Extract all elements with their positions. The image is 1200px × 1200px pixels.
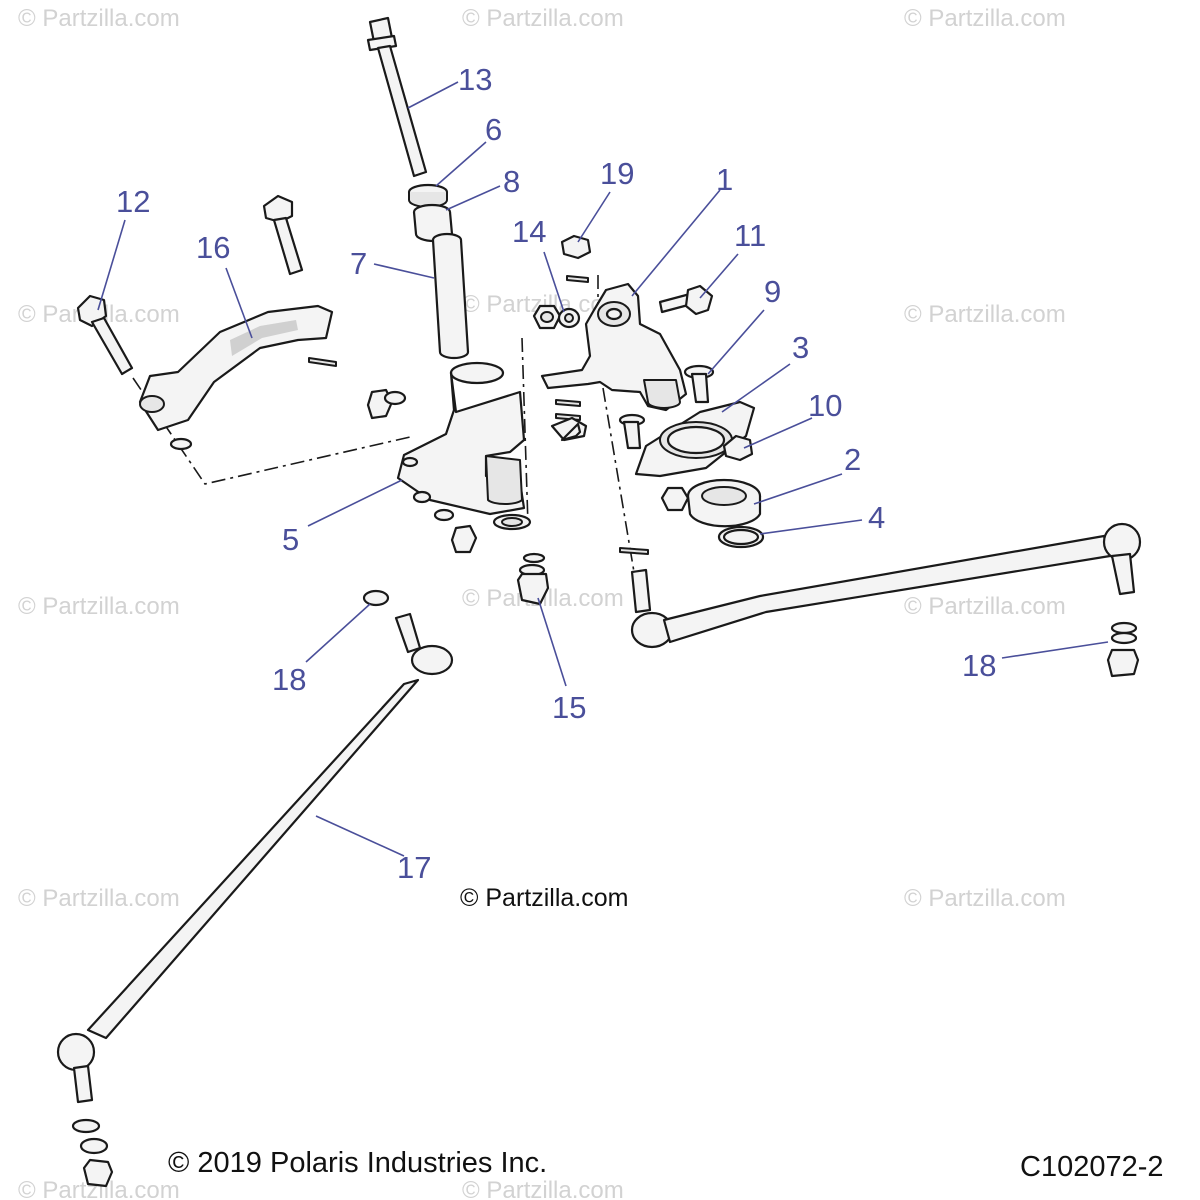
watermark: © Partzilla.com — [904, 593, 1066, 620]
callout-14[interactable]: 14 — [512, 214, 546, 249]
flange-nut — [660, 486, 690, 512]
callout-18[interactable]: 18 — [272, 662, 306, 697]
arm-bolt — [262, 194, 304, 276]
watermark: © Partzilla.com — [904, 5, 1066, 32]
part-7-tube — [431, 232, 470, 360]
alignment-line-pitman — [132, 377, 411, 485]
part-2-bearing — [686, 478, 762, 528]
callout-15[interactable]: 15 — [552, 690, 586, 725]
part-19-nut — [560, 234, 592, 260]
watermark: © Partzilla.com — [18, 593, 180, 620]
watermark: © Partzilla.com — [18, 885, 180, 912]
watermark: © Partzilla.com — [904, 885, 1066, 912]
part-9-pin — [683, 364, 715, 404]
callout-5[interactable]: 5 — [282, 522, 299, 557]
diagram-code: C102072-2 — [1020, 1151, 1164, 1183]
callout-6[interactable]: 6 — [485, 112, 502, 147]
tie-rod-right — [619, 522, 1142, 678]
watermark: © Partzilla.com — [462, 1177, 624, 1200]
part-10-nut — [722, 434, 754, 462]
callout-13[interactable]: 13 — [458, 62, 492, 97]
callout-10[interactable]: 10 — [808, 388, 842, 423]
callout-numbers: 1 2 3 4 5 6 7 8 9 10 11 12 13 14 15 16 1… — [116, 62, 996, 885]
callout-19[interactable]: 19 — [600, 156, 634, 191]
callout-11[interactable]: 11 — [734, 218, 766, 253]
arm-small-hardware — [169, 357, 337, 451]
housing-hardware — [366, 388, 550, 606]
watermark: © Partzilla.com — [18, 5, 180, 32]
part-1-bracket — [540, 282, 688, 412]
callout-1[interactable]: 1 — [716, 162, 733, 197]
watermark: © Partzilla.com — [462, 5, 624, 32]
callout-12[interactable]: 12 — [116, 184, 150, 219]
part-3-flange — [634, 400, 756, 478]
part-13-bolt — [366, 16, 428, 178]
brand-mark: © Partzilla.com — [460, 884, 628, 912]
callout-8[interactable]: 8 — [503, 164, 520, 199]
callout-4[interactable]: 4 — [868, 500, 885, 535]
copyright-text: © 2019 Polaris Industries Inc. — [168, 1147, 547, 1179]
alignment-line-column — [521, 337, 529, 526]
part-16-arm — [138, 304, 334, 432]
callout-16[interactable]: 16 — [196, 230, 230, 265]
callout-18[interactable]: 18 — [962, 648, 996, 683]
part-6-seal — [407, 183, 449, 208]
part-5-housing — [396, 361, 532, 531]
watermark: © Partzilla.com — [904, 301, 1066, 328]
callout-17[interactable]: 17 — [397, 850, 431, 885]
alignment-line-tierod — [602, 387, 635, 573]
bracket-hardware — [550, 399, 646, 450]
part-17-tie-rod — [56, 589, 454, 1188]
part-4-ring — [717, 525, 765, 549]
callout-9[interactable]: 9 — [764, 274, 781, 309]
leader-lines — [97, 81, 1109, 857]
part-12-bolt — [76, 294, 134, 376]
part-19-washer — [566, 275, 589, 283]
part-11-bolt — [658, 284, 714, 316]
callout-3[interactable]: 3 — [792, 330, 809, 365]
callout-7[interactable]: 7 — [350, 246, 367, 281]
callout-2[interactable]: 2 — [844, 442, 861, 477]
watermark: © Partzilla.com — [18, 1177, 180, 1200]
part-14-nut — [532, 304, 581, 330]
